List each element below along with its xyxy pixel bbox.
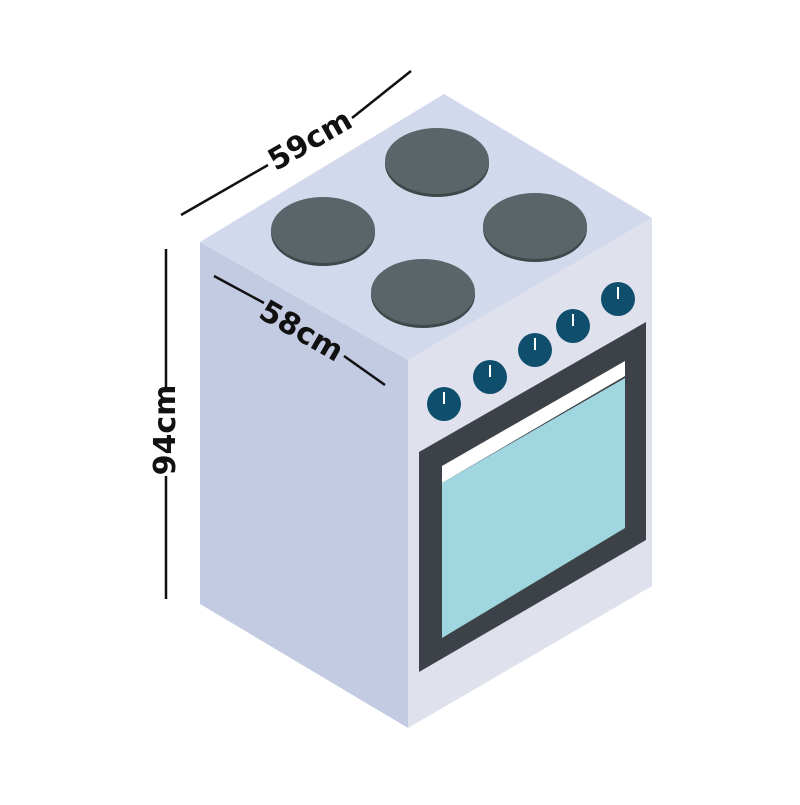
- height-label: 94cm: [148, 385, 183, 476]
- height-dimension: 94cm: [148, 249, 183, 599]
- oven-handle: [442, 361, 625, 483]
- depth-line-right: [343, 354, 386, 387]
- oven-door: [419, 322, 646, 672]
- knob-3: [518, 333, 552, 367]
- knob-2: [473, 360, 507, 394]
- burner-back: [385, 128, 489, 197]
- burners: [271, 128, 587, 328]
- burner-right: [483, 193, 587, 262]
- width-line-right: [351, 70, 412, 119]
- burner-left: [271, 197, 375, 266]
- depth-line-left: [213, 274, 265, 305]
- knob-4: [556, 309, 590, 343]
- control-knobs: [427, 282, 635, 421]
- knob-1: [427, 387, 461, 421]
- oven-glass: [442, 378, 625, 638]
- width-line-left: [180, 163, 269, 217]
- stove-top-face: [200, 94, 652, 360]
- burner-front: [371, 259, 475, 328]
- knob-5: [601, 282, 635, 316]
